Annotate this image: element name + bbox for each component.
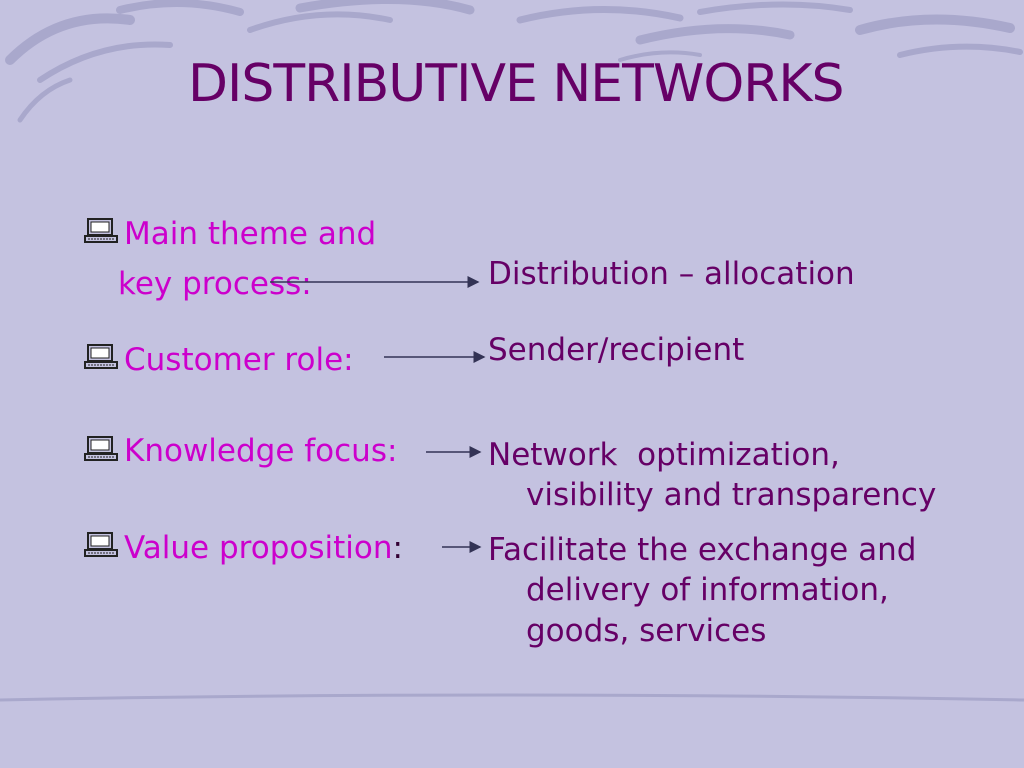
answer-line: visibility and transparency <box>526 477 937 514</box>
answer-line: Sender/recipient <box>488 332 745 368</box>
bullet-knowledge-focus: Knowledge focus: <box>124 431 397 471</box>
bullet-label: Knowledge focus: <box>124 433 398 469</box>
bullet-value-proposition: Value proposition: <box>124 528 403 568</box>
bullet-customer-role: Customer role: <box>124 340 354 380</box>
bullet-label-suffix: : <box>392 530 403 566</box>
answer-main-theme: Distribution – allocation <box>488 254 855 294</box>
answer-customer-role: Sender/recipient <box>488 330 744 370</box>
answer-line: Facilitate the exchange and <box>488 532 917 568</box>
slide-title: DISTRIBUTIVE NETWORKS <box>188 54 845 114</box>
answer-line: delivery of information, <box>526 572 889 609</box>
answer-knowledge-focus: Network optimization, visibility and tra… <box>488 435 936 516</box>
answer-line: Network optimization, <box>488 437 840 473</box>
computer-icon <box>84 344 118 370</box>
computer-icon <box>84 218 118 244</box>
answer-value-proposition: Facilitate the exchange and delivery of … <box>488 530 916 651</box>
bullet-main-theme: Main theme and <box>124 214 376 254</box>
answer-line: Distribution – allocation <box>488 256 855 292</box>
bullet-label-line1: Main theme and <box>124 216 377 252</box>
bullet-label-line2: key process: <box>118 266 312 302</box>
computer-icon <box>84 532 118 558</box>
bullet-main-theme-line2: key process: <box>118 264 312 304</box>
computer-icon <box>84 436 118 462</box>
bullet-label: Customer role: <box>124 342 354 378</box>
bullet-label: Value proposition <box>124 530 393 566</box>
answer-line: goods, services <box>526 612 767 649</box>
